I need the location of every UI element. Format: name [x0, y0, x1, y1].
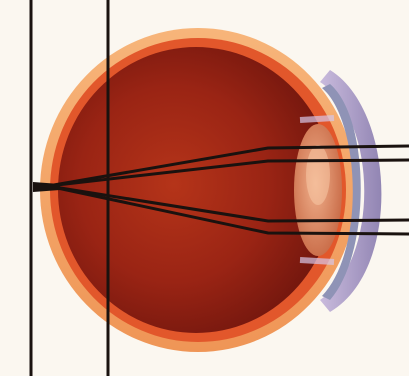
lens-highlight: [306, 145, 330, 205]
vitreous-body: [58, 47, 334, 333]
